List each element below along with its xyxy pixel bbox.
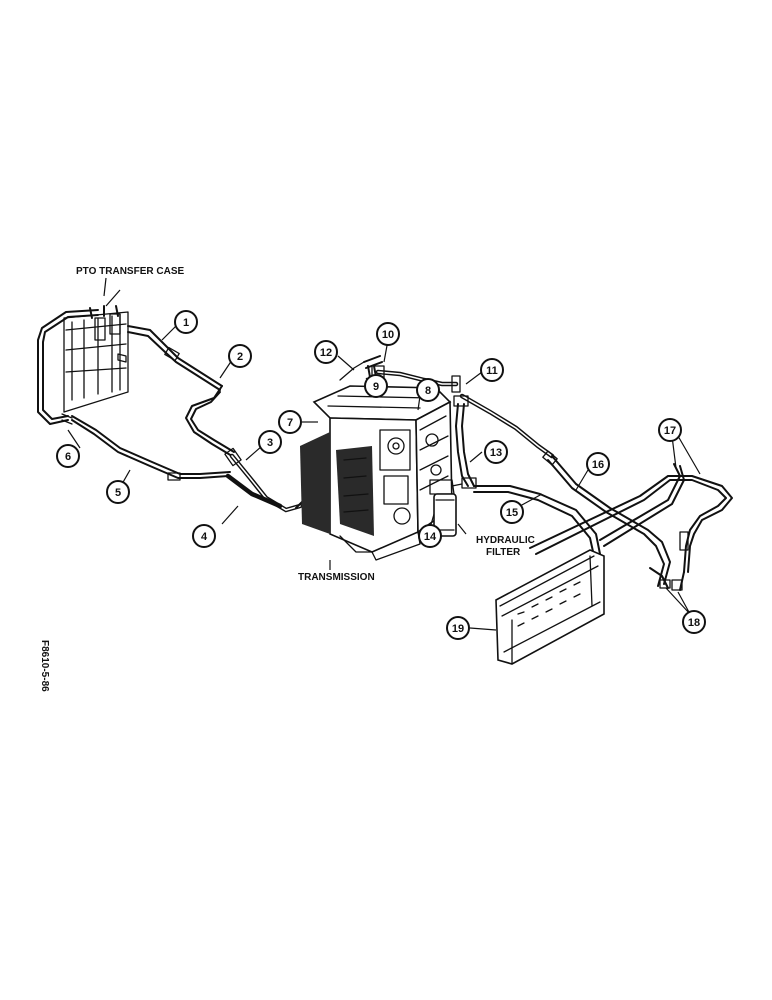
svg-text:3: 3: [267, 437, 273, 449]
label-pto-transfer-case: PTO TRANSFER CASE: [76, 266, 184, 277]
callout-4: 4: [192, 524, 216, 548]
figure-code: F8610-5-86: [39, 640, 50, 692]
callout-3: 3: [258, 430, 282, 454]
svg-text:18: 18: [688, 617, 700, 629]
line-5-steel-tube: [71, 415, 231, 481]
callout-6: 6: [56, 444, 80, 468]
label-transmission: TRANSMISSION: [298, 572, 375, 583]
callout-5: 5: [106, 480, 130, 504]
svg-text:17: 17: [664, 425, 676, 437]
callout-1: 1: [174, 310, 198, 334]
callout-10: 10: [376, 322, 400, 346]
label-hydraulic-filter-line2: FILTER: [486, 547, 521, 558]
callout-11: 11: [480, 358, 504, 382]
callout-14: 14: [418, 524, 442, 548]
callout-12: 12: [314, 340, 338, 364]
callout-17: 17: [658, 418, 682, 442]
callout-16: 16: [586, 452, 610, 476]
callout-18: 18: [682, 610, 706, 634]
svg-text:19: 19: [452, 623, 464, 635]
svg-text:12: 12: [320, 347, 332, 359]
line-8-13-pipe: [453, 395, 477, 489]
line-15-pipe: [473, 485, 601, 557]
svg-text:1: 1: [183, 317, 189, 329]
label-hydraulic-filter-line1: HYDRAULIC: [476, 535, 535, 546]
svg-text:14: 14: [424, 531, 437, 543]
svg-text:16: 16: [592, 459, 604, 471]
callout-2: 2: [228, 344, 252, 368]
callout-15: 15: [500, 500, 524, 524]
svg-text:10: 10: [382, 329, 394, 341]
svg-text:7: 7: [287, 417, 293, 429]
line-6-steel-tube: [37, 309, 99, 425]
callout-19: 19: [446, 616, 470, 640]
callout-7: 7: [278, 410, 302, 434]
line-18-fittings: [649, 567, 685, 591]
svg-text:13: 13: [490, 447, 502, 459]
svg-text:11: 11: [486, 365, 498, 377]
oil-cooler: [495, 549, 605, 665]
svg-text:6: 6: [65, 451, 71, 463]
callout-8: 8: [416, 378, 440, 402]
svg-text:4: 4: [201, 531, 208, 543]
line-17-steel-tubes: [529, 463, 733, 573]
svg-text:2: 2: [237, 351, 243, 363]
svg-text:8: 8: [425, 385, 431, 397]
line-1-2-hose: [127, 325, 235, 457]
line-11-16-hose: [459, 393, 671, 587]
callout-9: 9: [364, 374, 388, 398]
callout-13: 13: [484, 440, 508, 464]
svg-text:5: 5: [115, 487, 121, 499]
pto-transfer-case: [63, 305, 129, 413]
svg-text:9: 9: [373, 381, 379, 393]
svg-text:15: 15: [506, 507, 518, 519]
